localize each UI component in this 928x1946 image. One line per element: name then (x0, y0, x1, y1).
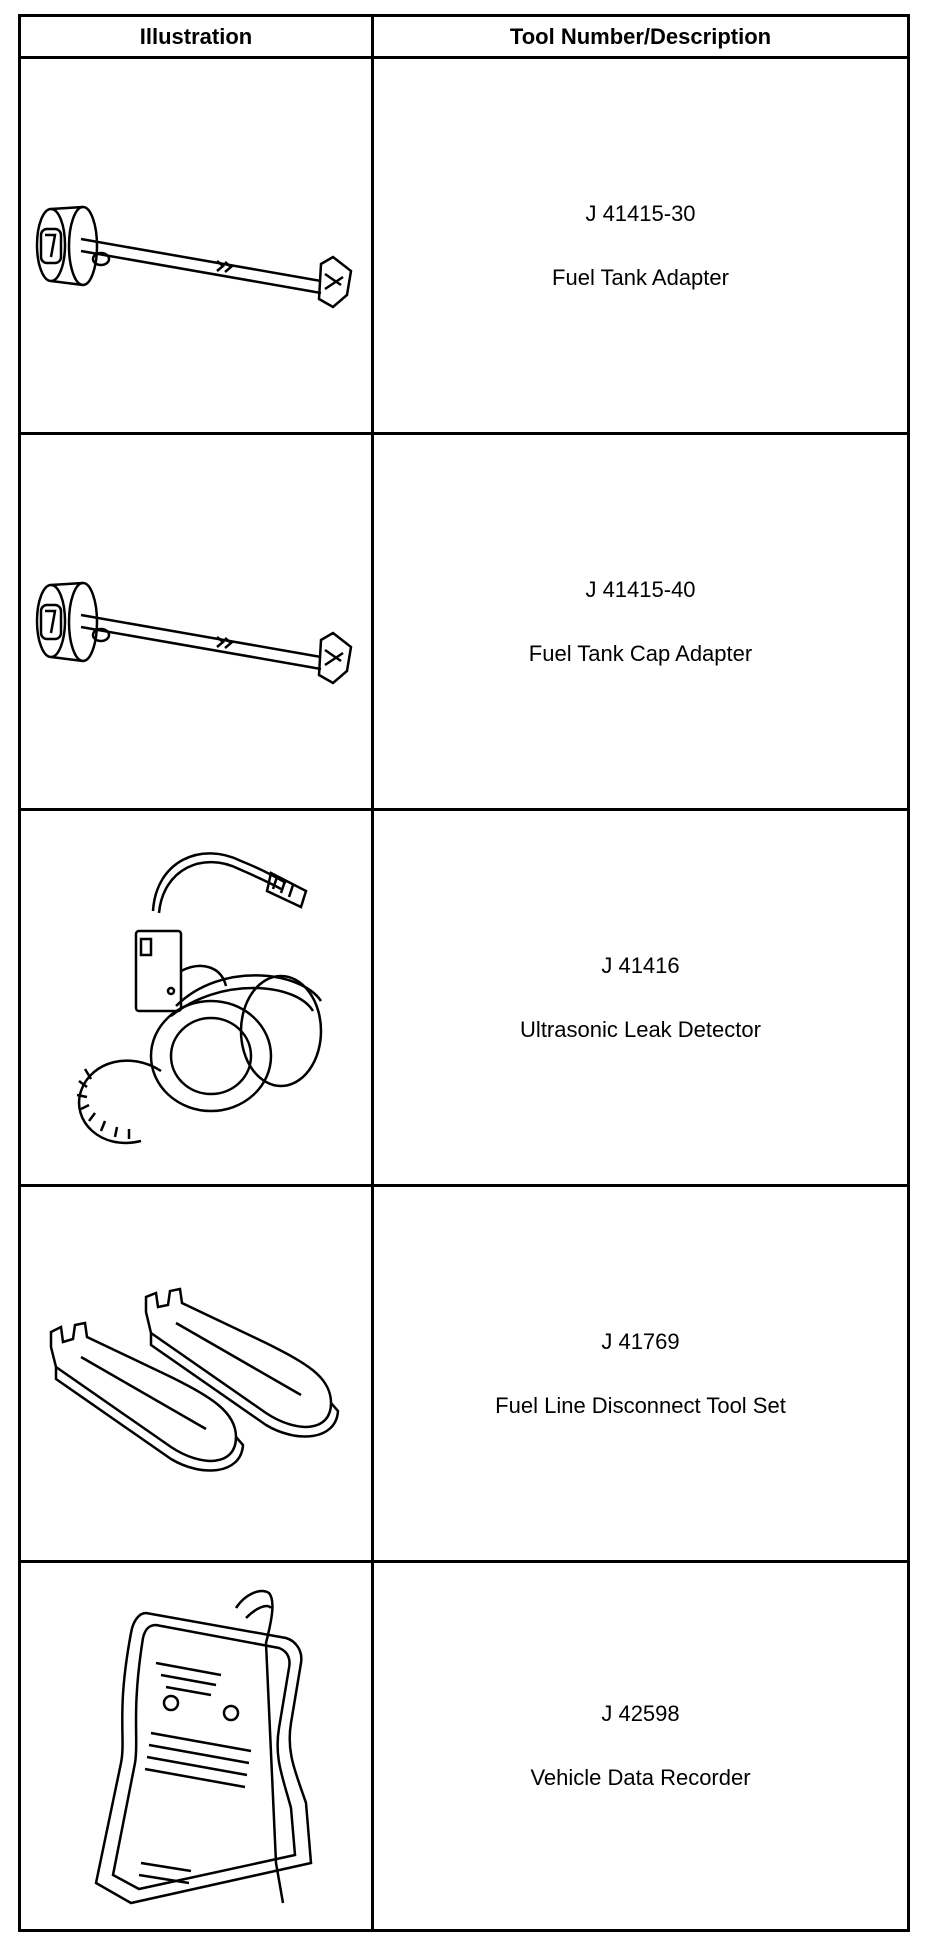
tool-number: J 42598 (601, 1701, 680, 1726)
tool-description-cell: J 41415-40 Fuel Tank Cap Adapter (374, 435, 907, 808)
tool-number: J 41415-40 (585, 576, 696, 602)
tool-name: Fuel Tank Cap Adapter (528, 640, 753, 666)
vehicle-data-recorder-illustration (21, 1563, 371, 1929)
fuel-line-disconnect-tool-illustration (21, 1187, 371, 1560)
tool-description-cell: J 41415-30 Fuel Tank Adapter (374, 59, 907, 432)
fuel-tank-adapter-illustration (21, 59, 371, 432)
tool-name: Fuel Tank Adapter (552, 264, 729, 290)
header-tool-description: Tool Number/Description (509, 23, 772, 49)
table-row: J 41415-30 Fuel Tank Adapter (21, 59, 907, 435)
tool-name: Ultrasonic Leak Detector (520, 1016, 761, 1042)
table-row: J 42598 Vehicle Data Recorder (21, 1563, 907, 1929)
table-row: J 41769 Fuel Line Disconnect Tool Set (21, 1187, 907, 1563)
fuel-tank-cap-adapter-illustration (21, 435, 371, 808)
table-header: Illustration Tool Number/Description (21, 17, 907, 59)
tool-number: J 41415-30 (585, 200, 696, 226)
tool-description-cell: J 41416 Ultrasonic Leak Detector (374, 811, 907, 1184)
tool-description-cell: J 41769 Fuel Line Disconnect Tool Set (374, 1187, 907, 1560)
tool-name: Vehicle Data Recorder (530, 1765, 751, 1790)
tool-description-cell: J 42598 Vehicle Data Recorder (374, 1563, 907, 1929)
ultrasonic-leak-detector-illustration (21, 811, 371, 1184)
table-row: J 41415-40 Fuel Tank Cap Adapter (21, 435, 907, 811)
tool-table: Illustration Tool Number/Description (18, 14, 910, 1932)
tool-number: J 41416 (601, 952, 680, 978)
header-illustration: Illustration (139, 23, 253, 49)
tool-number: J 41769 (601, 1328, 680, 1354)
column-divider (371, 17, 374, 1929)
tool-name: Fuel Line Disconnect Tool Set (495, 1392, 786, 1418)
table-row: J 41416 Ultrasonic Leak Detector (21, 811, 907, 1187)
